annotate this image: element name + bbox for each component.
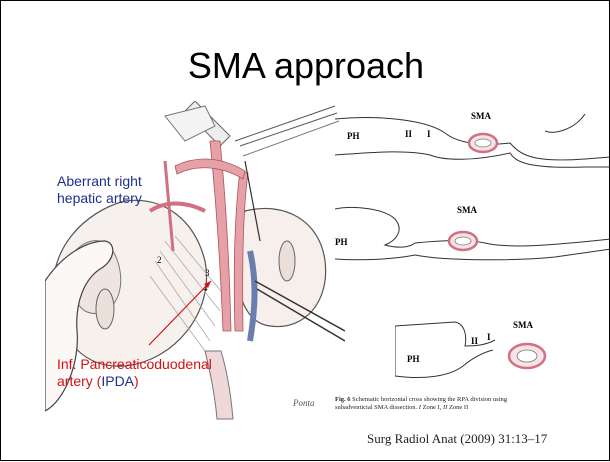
schematic-3-zone-ii: II (471, 336, 479, 346)
ipda-label-line1: Inf. Pancreaticoduodenal (57, 356, 212, 373)
schematic-1: PH II I SMA (335, 109, 610, 169)
figure-caption: Fig. 6 Schematic horizontal cross showin… (335, 396, 607, 412)
caption-line1-text: Schematic horizontal cross showing the R… (351, 396, 507, 403)
ipda-label: Inf. Pancreaticoduodenal artery (IPDA) (57, 356, 212, 390)
schematic-3: PH II I SMA (395, 316, 610, 391)
caption-line1: Fig. 6 Schematic horizontal cross showin… (335, 396, 607, 404)
ipda-label-line2: artery (IPDA) (57, 373, 212, 390)
aberrant-hepatic-label: Aberrant right hepatic artery (57, 173, 142, 207)
schematic-1-zone-ii: II (405, 129, 413, 139)
aberrant-label-line1: Aberrant right (57, 173, 142, 190)
citation: Surg Radiol Anat (2009) 31:13–17 (367, 431, 547, 447)
schematic-3-sma: SMA (513, 320, 534, 330)
caption-line2-a: subadventicial SMA dissection. (335, 404, 419, 411)
caption-line2-b: Zone I, (421, 404, 443, 411)
caption-fig-number: Fig. 6 (335, 396, 351, 403)
schematic-3-ph: PH (407, 354, 420, 364)
caption-line2: subadventicial SMA dissection. I Zone I,… (335, 404, 607, 412)
aberrant-label-line2: hepatic artery (57, 190, 142, 207)
ipda-label-close: ) (134, 373, 139, 389)
ipda-label-artery: artery ( (57, 373, 101, 389)
schematic-2: PH SMA (335, 199, 610, 269)
schematic-1-zone-i: I (427, 129, 431, 139)
schematic-2-ph: PH (335, 237, 348, 247)
schematic-1-ph: PH (347, 131, 360, 141)
caption-line2-c: Zone II (447, 404, 468, 411)
schematic-3-zone-i: I (487, 332, 491, 342)
schematic-1-sma: SMA (471, 111, 492, 121)
schematic-2-sma: SMA (457, 205, 478, 215)
ipda-abbrev: IPDA (101, 373, 134, 389)
